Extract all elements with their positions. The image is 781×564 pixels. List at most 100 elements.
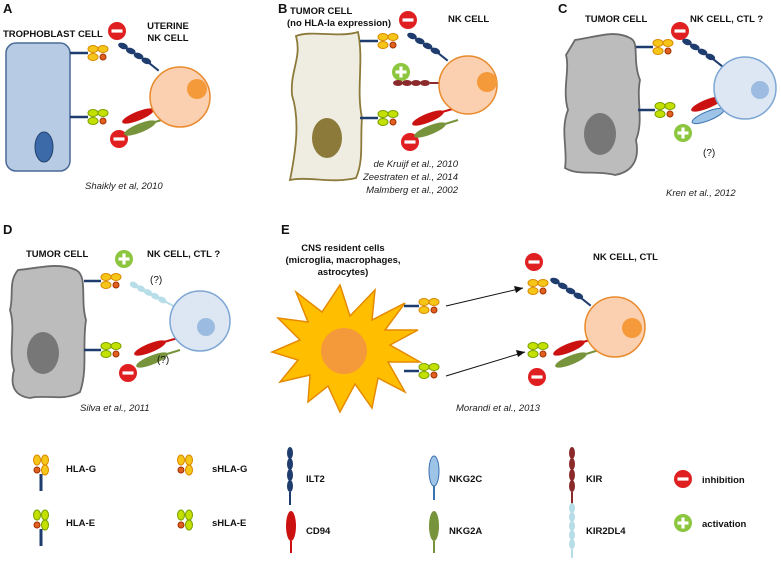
legend-shla-g: sHLA-G bbox=[177, 454, 247, 476]
nk-cell bbox=[438, 55, 498, 115]
panel-e-right-title: NK CELL, CTL bbox=[593, 252, 658, 263]
secretion-arrow bbox=[445, 287, 524, 307]
panel-a-left-title: TROPHOBLAST CELL bbox=[3, 29, 103, 40]
hla-e-molecule bbox=[87, 109, 109, 125]
panel-e-left-title-3: astrocytes) bbox=[318, 267, 369, 278]
inhibition-icon bbox=[119, 364, 137, 382]
panel-b: B TUMOR CELL (no HLA-Ia expression) NK C… bbox=[278, 1, 498, 196]
arrow-head bbox=[516, 350, 525, 357]
panel-e-left-title-1: CNS resident cells bbox=[301, 243, 384, 254]
inhibition-icon bbox=[671, 22, 689, 40]
inhibition-icon bbox=[528, 368, 546, 386]
panel-b-left-title-1: TUMOR CELL bbox=[290, 6, 352, 17]
panel-a-citation: Shaikly et al, 2010 bbox=[85, 181, 163, 192]
legend: HLA-G sHLA-G HLA-E sHLA-E ILT2 C bbox=[33, 447, 747, 558]
cns-nucleus bbox=[321, 328, 367, 374]
cd94-nkg2a-receptor bbox=[409, 106, 459, 142]
panel-c-right-title: NK CELL, CTL ? bbox=[690, 14, 763, 25]
legend-label: sHLA-G bbox=[212, 464, 247, 475]
trophoblast-cell bbox=[5, 42, 71, 172]
legend-nkg2a: NKG2A bbox=[429, 511, 482, 553]
hla-g-molecule bbox=[100, 273, 122, 289]
inhibition-icon bbox=[399, 11, 417, 29]
activation-icon bbox=[392, 63, 410, 81]
cd94-receptor bbox=[691, 96, 723, 112]
panel-d-left-title: TUMOR CELL bbox=[26, 249, 88, 260]
tumor-nucleus bbox=[27, 332, 59, 374]
panel-e-letter: E bbox=[281, 222, 290, 237]
hla-e-molecule bbox=[377, 110, 399, 126]
legend-hla-g: HLA-G bbox=[33, 454, 96, 491]
hla-e-molecule bbox=[100, 342, 122, 358]
panel-c-left-title: TUMOR CELL bbox=[585, 14, 647, 25]
legend-label: sHLA-E bbox=[212, 518, 246, 529]
nk-nucleus bbox=[622, 318, 642, 338]
tumor-cell bbox=[288, 30, 363, 182]
hla-g-molecule bbox=[87, 45, 109, 61]
shla-g-molecule bbox=[527, 279, 549, 295]
panel-b-citation: Malmberg et al., 2002 bbox=[366, 185, 459, 196]
kir2dl4-receptor bbox=[129, 281, 177, 309]
secretion-arrow bbox=[445, 351, 526, 377]
nk-cell bbox=[584, 296, 646, 358]
hla-e-molecule bbox=[418, 363, 440, 379]
panel-b-citation: Zeestraten et al., 2014 bbox=[362, 172, 458, 183]
legend-kir: KIR bbox=[569, 447, 603, 505]
legend-label: KIR bbox=[586, 474, 603, 485]
panel-a: A TROPHOBLAST CELL UTERINE NK CELL Shaik… bbox=[3, 1, 211, 192]
inhibition-icon bbox=[674, 470, 692, 488]
legend-hla-e: HLA-E bbox=[33, 509, 95, 546]
tumor-cell bbox=[563, 33, 641, 176]
trophoblast-nucleus bbox=[34, 131, 54, 163]
tumor-nucleus bbox=[312, 118, 342, 158]
panel-b-left-title-2: (no HLA-Ia expression) bbox=[287, 18, 391, 29]
kir-receptor bbox=[392, 79, 443, 87]
activation-icon bbox=[674, 514, 692, 532]
panel-d-right-title: NK CELL, CTL ? bbox=[147, 249, 220, 260]
cell-nucleus bbox=[751, 81, 769, 99]
inhibition-icon bbox=[108, 22, 126, 40]
arrow-head bbox=[514, 286, 523, 293]
shla-e-molecule bbox=[527, 342, 549, 358]
legend-label: KIR2DL4 bbox=[586, 526, 626, 537]
legend-activation: activation bbox=[674, 514, 747, 532]
hla-e-molecule bbox=[654, 102, 676, 118]
tumor-nucleus bbox=[584, 113, 616, 155]
panel-d-citation: Silva et al., 2011 bbox=[80, 403, 150, 414]
tumor-cell bbox=[9, 265, 87, 399]
cell-nucleus bbox=[197, 318, 215, 336]
panel-c: C TUMOR CELL NK CELL, CTL ? (?) Kren et … bbox=[558, 1, 777, 199]
legend-label: activation bbox=[702, 519, 747, 530]
hla-g-molecule bbox=[652, 39, 674, 55]
panel-a-right-title-2: NK CELL bbox=[147, 33, 188, 44]
legend-cd94: CD94 bbox=[286, 511, 331, 553]
panel-c-question: (?) bbox=[703, 148, 715, 159]
legend-label: HLA-G bbox=[66, 464, 96, 475]
legend-label: CD94 bbox=[306, 526, 331, 537]
panel-c-citation: Kren et al., 2012 bbox=[666, 188, 736, 199]
ilt2-receptor bbox=[402, 30, 454, 62]
legend-ilt2: ILT2 bbox=[287, 447, 325, 505]
panel-d-question-top: (?) bbox=[150, 275, 162, 286]
panel-e: E CNS resident cells (microglia, macroph… bbox=[269, 222, 658, 414]
legend-label: HLA-E bbox=[66, 518, 95, 529]
ilt2-receptor bbox=[113, 40, 165, 72]
nk-nucleus bbox=[187, 79, 207, 99]
inhibition-icon bbox=[525, 253, 543, 271]
ilt2-receptor bbox=[677, 36, 729, 68]
hla-g-molecule bbox=[418, 298, 440, 314]
panel-e-left-title-2: (microglia, macrophages, bbox=[285, 255, 400, 266]
panel-d-question-bottom: (?) bbox=[157, 355, 169, 366]
panel-e-citation: Morandi et al., 2013 bbox=[456, 403, 541, 414]
legend-label: ILT2 bbox=[306, 474, 325, 485]
panel-a-letter: A bbox=[3, 1, 13, 16]
panel-b-letter: B bbox=[278, 1, 287, 16]
legend-shla-e: sHLA-E bbox=[177, 509, 246, 531]
legend-nkg2c: NKG2C bbox=[428, 455, 482, 500]
panel-b-citation: de Kruijf et al., 2010 bbox=[374, 159, 459, 170]
ilt2-receptor bbox=[545, 275, 597, 307]
nk-ctl-cell bbox=[713, 56, 777, 120]
legend-label: NKG2A bbox=[449, 526, 482, 537]
